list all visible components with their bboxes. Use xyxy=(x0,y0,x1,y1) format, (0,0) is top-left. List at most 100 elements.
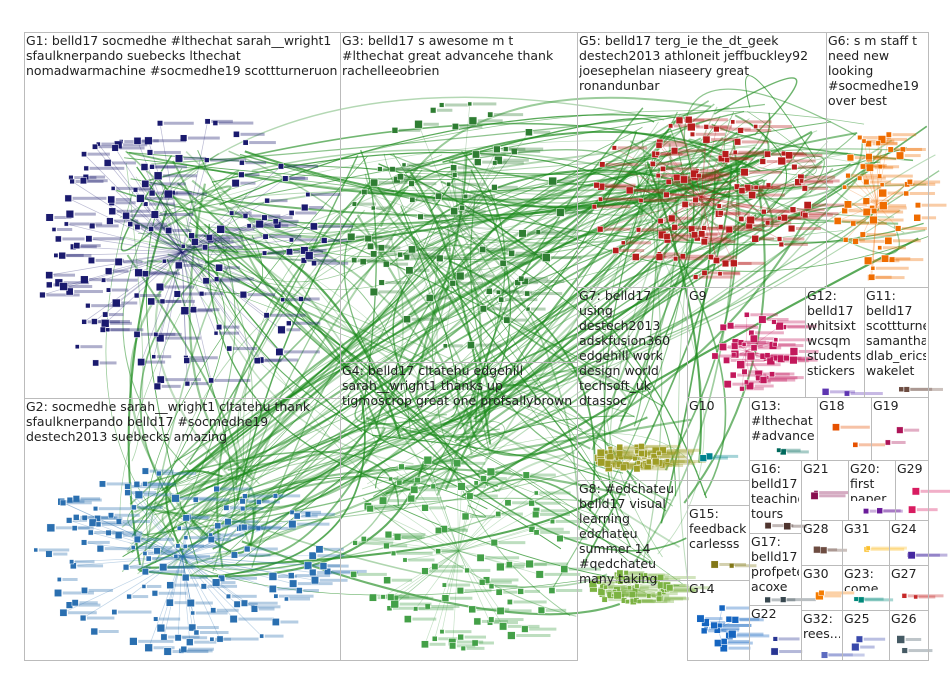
graph-node xyxy=(769,372,774,377)
graph-node xyxy=(822,388,829,395)
graph-node-label xyxy=(525,277,548,280)
graph-node xyxy=(84,166,89,171)
graph-node xyxy=(834,217,841,224)
graph-node xyxy=(741,168,749,176)
group-label-g12: G12: belld17 whitsixt wcsqm students sti… xyxy=(807,288,862,378)
graph-node xyxy=(80,615,86,621)
graph-node-label xyxy=(164,122,194,125)
group-label-g29: G29 xyxy=(897,461,926,476)
graph-node-label xyxy=(699,198,719,201)
graph-node-label xyxy=(99,145,116,148)
graph-node-label xyxy=(708,457,728,460)
graph-node xyxy=(391,600,399,608)
graph-node xyxy=(500,260,506,266)
graph-node-label xyxy=(883,246,906,249)
graph-node xyxy=(655,151,659,155)
graph-node xyxy=(191,611,195,615)
graph-node xyxy=(549,177,557,185)
graph-node xyxy=(134,536,141,543)
graph-node-label xyxy=(376,207,391,210)
graph-node xyxy=(439,103,444,108)
graph-node-label xyxy=(205,292,224,295)
graph-node xyxy=(233,131,239,137)
graph-node xyxy=(184,358,190,364)
graph-node-label xyxy=(876,276,892,279)
graph-node-label xyxy=(460,125,483,128)
graph-node xyxy=(65,195,72,202)
graph-node xyxy=(240,498,246,504)
graph-node-label xyxy=(723,272,740,275)
graph-node-label xyxy=(157,355,171,358)
graph-node-label xyxy=(434,296,453,299)
graph-node-label xyxy=(887,138,907,141)
graph-node-label xyxy=(478,119,503,122)
graph-node-label xyxy=(487,248,510,251)
graph-node-label xyxy=(620,249,644,252)
graph-node-label xyxy=(190,516,208,519)
graph-node-label xyxy=(191,382,209,385)
graph-node-label xyxy=(642,228,675,231)
graph-node-label xyxy=(314,254,328,257)
graph-node xyxy=(97,545,104,552)
graph-node-label xyxy=(759,125,792,128)
graph-node xyxy=(744,312,749,317)
graph-node-label xyxy=(112,161,136,164)
graph-node-label xyxy=(405,175,421,178)
graph-node-label xyxy=(140,294,161,297)
graph-node-label xyxy=(634,189,665,192)
graph-node xyxy=(256,499,261,504)
graph-node-label xyxy=(146,361,165,364)
graph-node-label xyxy=(156,192,178,195)
graph-node-label xyxy=(99,507,132,510)
graph-node xyxy=(410,197,415,202)
graph-node-label xyxy=(116,201,136,204)
graph-node-label xyxy=(57,228,72,231)
graph-node-label xyxy=(424,215,446,218)
graph-node-label xyxy=(430,643,446,646)
graph-node-label xyxy=(150,182,186,185)
graph-node xyxy=(85,303,90,308)
graph-node xyxy=(657,451,662,456)
graph-node xyxy=(697,173,702,178)
graph-node-label xyxy=(245,161,266,164)
graph-node-label xyxy=(295,238,318,241)
graph-node xyxy=(885,237,892,244)
graph-node xyxy=(161,634,167,640)
graph-node xyxy=(702,270,707,275)
graph-node xyxy=(60,500,66,506)
graph-node-label xyxy=(442,550,458,553)
graph-node-label xyxy=(123,520,150,523)
graph-node xyxy=(80,177,86,183)
graph-node-label xyxy=(163,174,197,177)
graph-node-label xyxy=(782,217,801,220)
graph-node xyxy=(668,124,672,128)
graph-node-label xyxy=(719,354,736,357)
graph-node-label xyxy=(540,513,570,516)
graph-node xyxy=(203,278,209,284)
graph-node-label xyxy=(393,533,426,536)
graph-node-label xyxy=(516,634,550,637)
graph-node xyxy=(150,164,155,169)
graph-node xyxy=(730,372,736,378)
graph-edge xyxy=(433,486,458,551)
graph-node-label xyxy=(137,506,162,509)
graph-node xyxy=(646,459,651,464)
graph-node xyxy=(209,378,214,383)
graph-node xyxy=(442,595,449,602)
graph-node-label xyxy=(383,168,410,171)
graph-node xyxy=(821,652,828,659)
graph-node xyxy=(777,237,782,242)
graph-node xyxy=(107,218,114,225)
graph-node-label xyxy=(286,298,311,301)
graph-node xyxy=(146,556,151,561)
graph-node-label xyxy=(405,465,422,468)
graph-node xyxy=(737,361,745,369)
graph-node xyxy=(468,102,472,106)
graph-node xyxy=(462,513,469,520)
graph-node-label xyxy=(142,538,174,541)
graph-node-label xyxy=(182,527,201,530)
graph-node-label xyxy=(284,350,320,353)
graph-node xyxy=(864,257,872,265)
graph-node xyxy=(602,597,607,602)
graph-node xyxy=(418,214,424,220)
